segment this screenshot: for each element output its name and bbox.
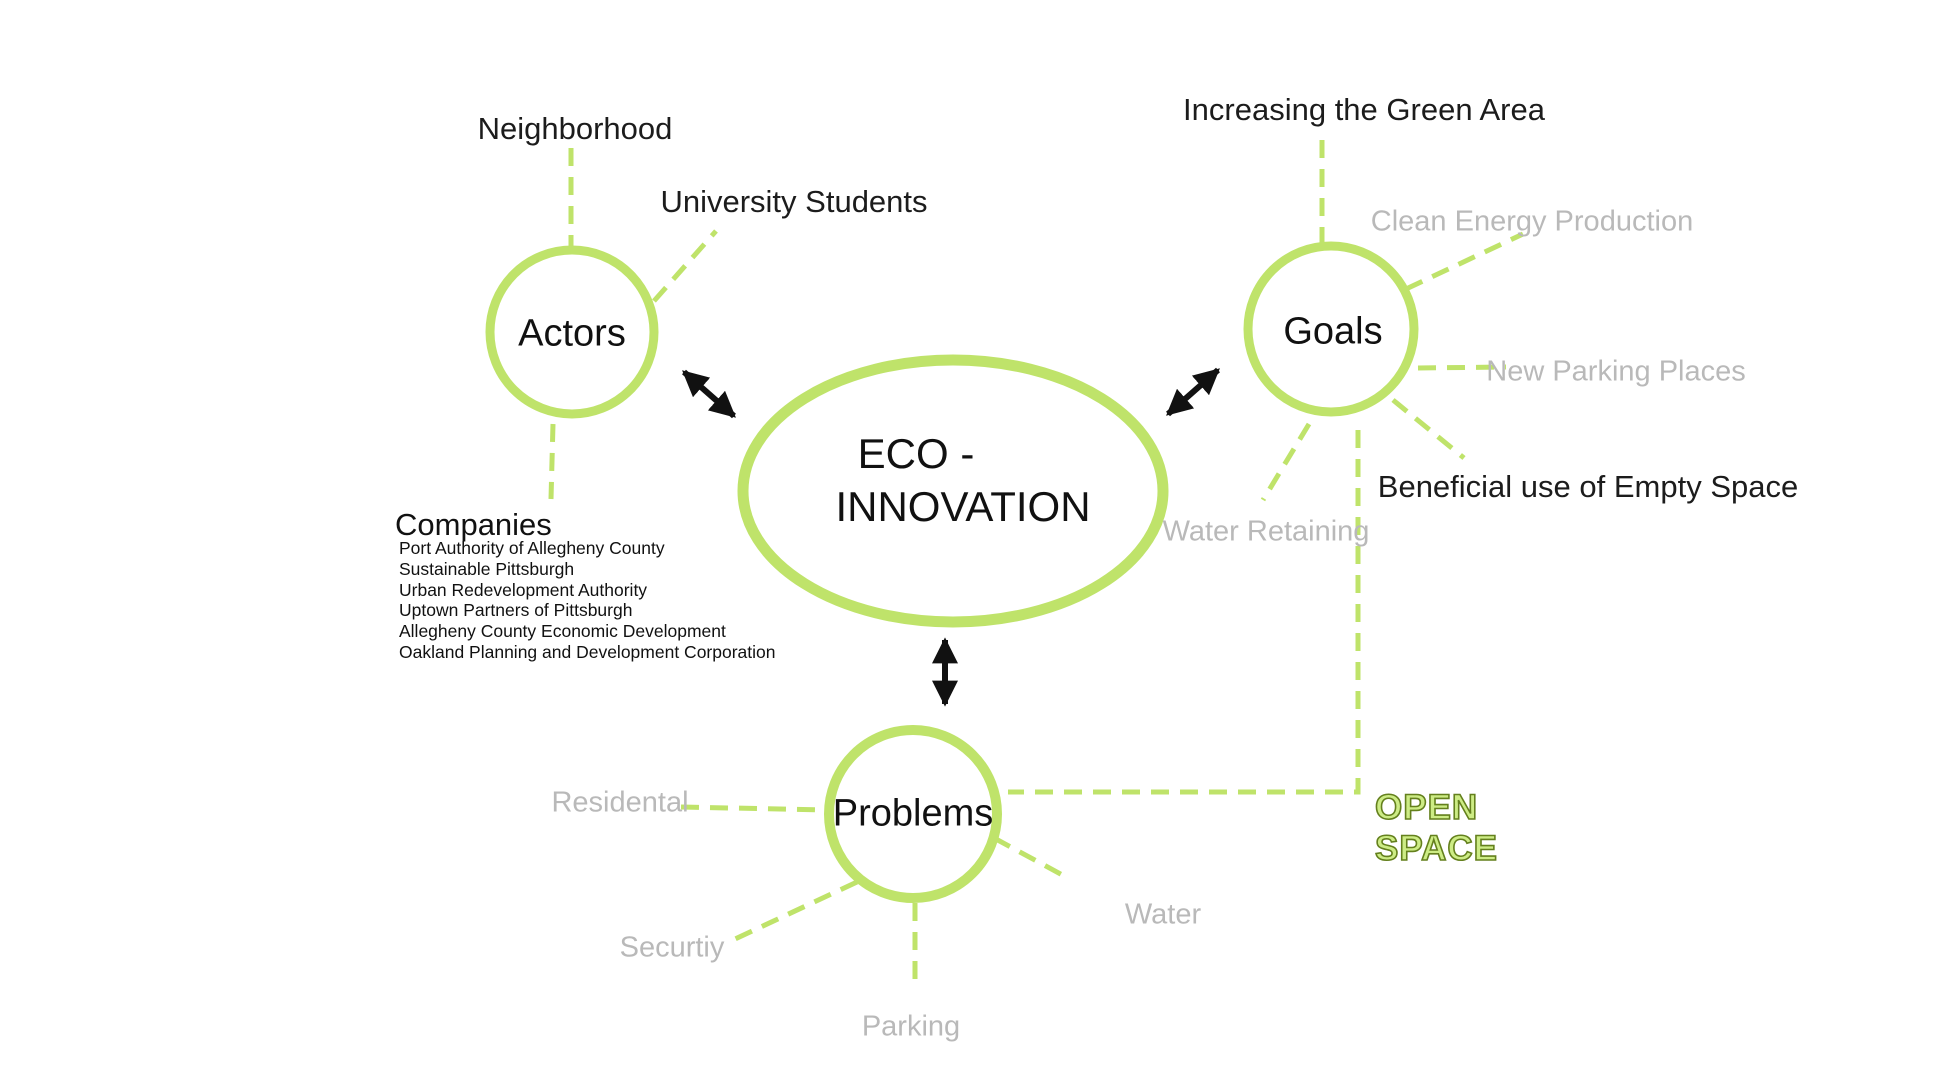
company-item: Allegheny County Economic Development (399, 621, 726, 642)
connector-goals-beneficial-use (1391, 398, 1466, 460)
company-item: Oakland Planning and Development Corpora… (399, 641, 776, 662)
connector-actors-companies (548, 423, 556, 500)
increasing-green-area-label: Increasing the Green Area (1183, 92, 1545, 127)
securtiy-label: Securtiy (619, 931, 725, 964)
water-label: Water (1124, 898, 1202, 931)
open-space-label: OPEN SPACE (1374, 787, 1498, 869)
problems-node-label: Problems (832, 792, 994, 835)
goals-node-label: Goals (1283, 310, 1383, 353)
company-item: Urban Redevelopment Authority (399, 579, 648, 600)
parking-label: Parking (861, 1010, 961, 1043)
center-title-line2: INNOVATION (835, 483, 1091, 530)
new-parking-places-label: New Parking Places (1486, 355, 1746, 388)
connector-goals-new-parking (1417, 364, 1507, 371)
center-title-line1: ECO - (857, 430, 975, 477)
connector-goals-clean-energy (1404, 231, 1525, 292)
connector-goals-water-retaining (1260, 422, 1312, 502)
center-ellipse (737, 354, 1169, 628)
residental-label: Residental (551, 786, 689, 819)
neighborhood-label: Neighborhood (477, 111, 673, 146)
company-item: Port Authority of Allegheny County (399, 538, 665, 558)
company-item: Uptown Partners of Pittsburgh (399, 600, 633, 621)
problems-circle (824, 725, 1002, 903)
connector-problems-securtiy (731, 879, 859, 943)
goals-circle (1243, 241, 1419, 417)
companies-heading: Companies (395, 507, 552, 542)
actors-circle (485, 245, 659, 419)
connector-goals-problems-open-space (1008, 430, 1361, 795)
double-arrow-goals-center-icon (1166, 367, 1220, 417)
connector-actors-university-students (652, 229, 718, 303)
beneficial-use-label: Beneficial use of Empty Space (1377, 469, 1799, 504)
university-students-label: University Students (660, 184, 928, 219)
double-arrow-actors-center-icon (682, 369, 736, 419)
connector-problems-residental (680, 804, 831, 813)
connector-problems-water (992, 835, 1070, 881)
companies-list: Port Authority of Allegheny County Susta… (399, 538, 776, 663)
actors-node-label: Actors (518, 312, 626, 355)
open-space-line1: OPEN (1374, 787, 1479, 828)
water-retaining-label: Water Retaining (1162, 515, 1370, 548)
company-item: Sustainable Pittsburgh (399, 558, 575, 579)
clean-energy-production-label: Clean Energy Production (1370, 205, 1694, 238)
open-space-line2: SPACE (1374, 828, 1498, 869)
